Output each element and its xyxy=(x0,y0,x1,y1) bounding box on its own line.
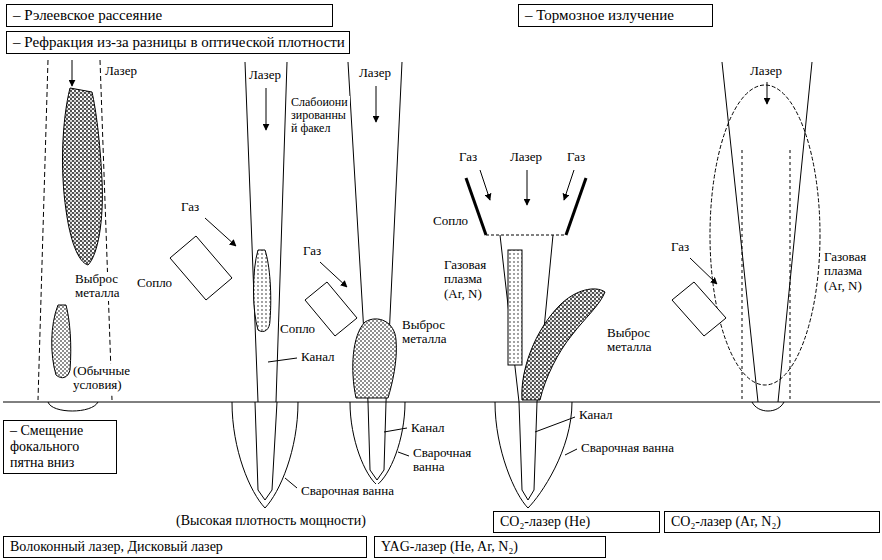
part-label: Выброс металла xyxy=(401,318,459,347)
gas-arrow xyxy=(320,262,347,287)
workpiece-surface xyxy=(3,402,880,403)
part-label: Сварочная ванна xyxy=(300,484,395,498)
box-text: – Смещение фокального пятна вниз xyxy=(10,423,110,471)
weld-pool xyxy=(48,402,98,411)
caption-box: CO₂-лазер (He) xyxy=(493,511,660,533)
part-label: Сопло xyxy=(136,276,173,290)
caption-box: CO₂-лазер (Ar, N₂) xyxy=(664,511,880,533)
weld-pool xyxy=(752,402,784,411)
part-label: Выброс металла xyxy=(606,326,668,355)
metal-ejection xyxy=(353,319,397,398)
part-label: Газовая плазма (Ar, N) xyxy=(823,250,880,293)
box-text: Волоконный лазер, Дисковый лазер xyxy=(10,539,360,555)
part-label: Канал xyxy=(578,408,614,422)
metal-ejection xyxy=(52,305,71,378)
leader-line xyxy=(398,452,409,456)
weak-plume xyxy=(254,250,271,332)
box-text: CO₂-лазер (He) xyxy=(500,514,653,530)
gas-arrow xyxy=(480,170,490,200)
plasma-edge xyxy=(790,150,791,400)
laser-arrow xyxy=(266,88,267,130)
beam-line xyxy=(245,62,258,402)
part-label: Слабоионизированный факел xyxy=(290,96,350,136)
part-label: Газ xyxy=(670,240,690,254)
plasma-edge xyxy=(742,150,743,400)
part-label: Лазер xyxy=(509,150,543,164)
part-label: Сварочная ванна xyxy=(580,441,675,455)
scattering-plume xyxy=(63,88,103,265)
leader-line xyxy=(268,358,297,362)
gas-plasma xyxy=(508,250,522,365)
part-label: Газ xyxy=(566,150,586,164)
weld-pool xyxy=(350,402,405,485)
caption-box: – Рефракция из-за разницы в оптической п… xyxy=(6,31,350,54)
part-label: Газ xyxy=(302,244,322,258)
laser-arrow xyxy=(527,170,528,205)
part-label: Лазер xyxy=(248,68,282,82)
caption-box: – Тормозное излучение xyxy=(518,4,713,27)
box-text: – Тормозное излучение xyxy=(525,7,706,24)
part-label: Выброс металла xyxy=(74,272,132,301)
box-text: CO₂-лазер (Ar, N₂) xyxy=(671,514,873,530)
beam-line xyxy=(722,62,758,402)
beam-line xyxy=(276,62,287,402)
beam-line xyxy=(38,60,48,400)
nozzle-exit xyxy=(486,235,566,236)
leader-line xyxy=(384,428,407,432)
laser-arrow xyxy=(72,60,73,86)
box-text: – Рефракция из-за разницы в оптической п… xyxy=(13,34,343,51)
weld-pool xyxy=(232,402,298,508)
part-label: Лазер xyxy=(749,64,783,78)
beam-line xyxy=(778,62,812,402)
part-label: Газ xyxy=(458,150,478,164)
note-box: – Смещение фокального пятна вниз xyxy=(3,420,117,474)
gas-arrow xyxy=(205,218,236,246)
keyhole xyxy=(519,402,537,500)
part-label: (Высокая плотность мощности) xyxy=(175,513,367,528)
metal-ejection xyxy=(522,289,605,400)
leader-line xyxy=(285,478,297,488)
box-text: – Рэлеевское рассеяние xyxy=(13,7,326,24)
caption-box: – Рэлеевское рассеяние xyxy=(6,4,333,27)
gas-arrow xyxy=(564,170,574,200)
laser-arrow xyxy=(376,86,377,122)
keyhole xyxy=(368,402,386,480)
part-label: Сопло xyxy=(432,214,469,228)
part-label: Сопло xyxy=(279,322,316,336)
part-label: Лазер xyxy=(104,64,138,78)
leader-line xyxy=(535,417,575,432)
part-label: Лазер xyxy=(358,66,392,80)
caption-box: YAG-лазер (He, Ar, N₂) xyxy=(374,536,606,558)
nozzle xyxy=(672,282,726,336)
part-label: Канал xyxy=(300,350,336,364)
weld-pool xyxy=(495,402,572,508)
laser-arrow xyxy=(767,82,768,104)
part-label: Газ xyxy=(180,200,200,214)
leader-line xyxy=(565,449,577,455)
nozzle xyxy=(170,236,232,300)
box-text: YAG-лазер (He, Ar, N₂) xyxy=(381,539,599,555)
keyhole xyxy=(255,402,277,500)
caption-box: Волоконный лазер, Дисковый лазер xyxy=(3,536,367,558)
part-label: (Обычные условия) xyxy=(72,364,138,393)
gas-arrow xyxy=(690,258,717,284)
part-label: Канал xyxy=(410,421,446,435)
part-label: Газовая плазма (Ar, N) xyxy=(443,258,501,301)
part-label: Сварочная ванна xyxy=(412,446,480,475)
plasma-outline xyxy=(710,85,820,385)
beam-line xyxy=(100,60,112,400)
